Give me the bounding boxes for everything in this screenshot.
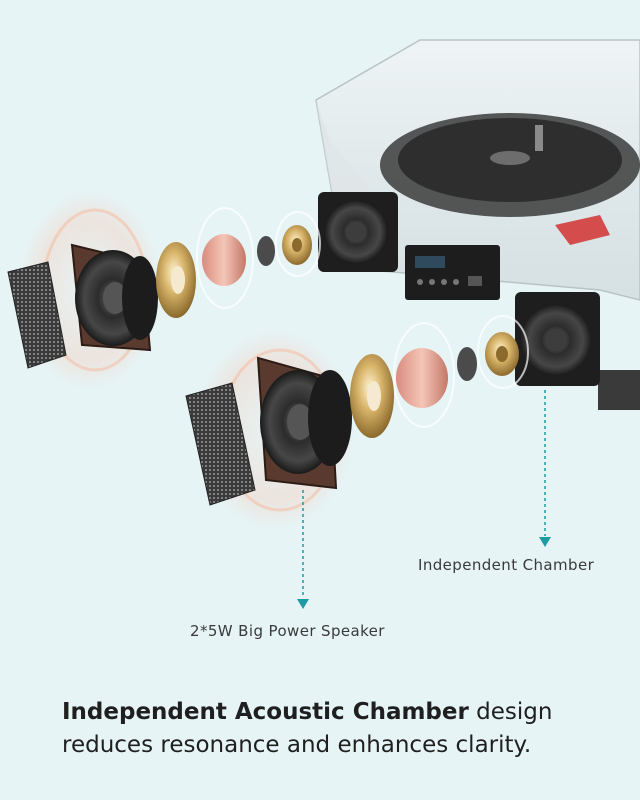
lower-exploded-row	[185, 315, 529, 530]
caption-line1-rest: design	[468, 699, 553, 725]
speaker-grill	[7, 261, 67, 369]
callout-chamber	[539, 390, 551, 547]
speaker-magnet	[396, 348, 448, 408]
speaker-grill	[185, 382, 256, 506]
independent-chamber-label: Independent Chamber	[418, 556, 595, 574]
callout-speaker	[297, 490, 309, 609]
caption-line2: reduces resonance and enhances clarity.	[62, 732, 532, 758]
mounted-speaker-top	[318, 192, 398, 272]
bluetooth-module	[405, 245, 500, 300]
caption: Independent Acoustic Chamber design reduc…	[62, 696, 622, 762]
upper-exploded-row	[7, 190, 321, 390]
speaker-magnet	[202, 234, 246, 286]
caption-bold: Independent Acoustic Chamber	[62, 699, 469, 725]
mounted-speaker-bottom	[515, 292, 600, 386]
big-power-speaker-label: 2*5W Big Power Speaker	[190, 622, 385, 640]
